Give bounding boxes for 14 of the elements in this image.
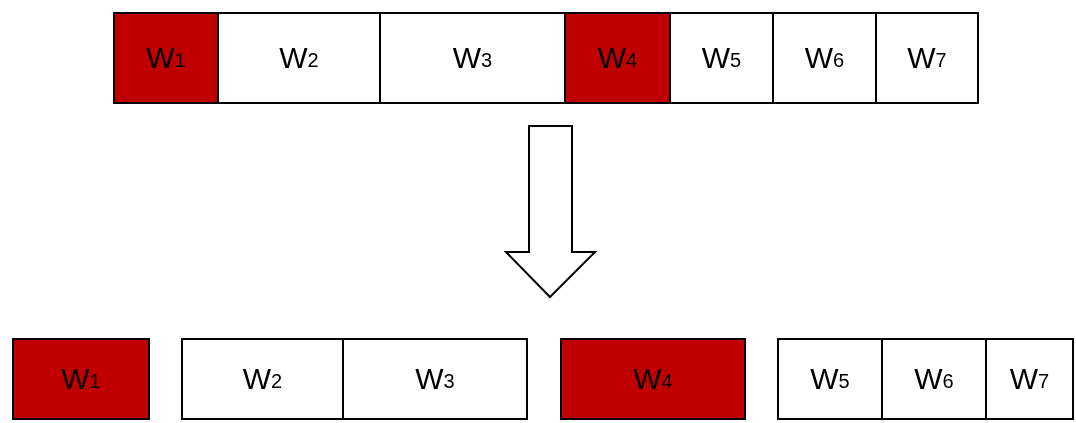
segment-cell bbox=[113, 12, 219, 104]
segment-cell bbox=[669, 12, 774, 104]
segment-cell bbox=[881, 338, 987, 420]
segment-cell bbox=[772, 12, 877, 104]
segment-cell bbox=[379, 12, 566, 104]
segment-cell bbox=[985, 338, 1074, 420]
segment-cell bbox=[875, 12, 979, 104]
segment-cell bbox=[217, 12, 381, 104]
segment-cell bbox=[777, 338, 883, 420]
segment-cell bbox=[560, 338, 746, 420]
segment-cell bbox=[564, 12, 671, 104]
segment-cell bbox=[342, 338, 528, 420]
segment-cell bbox=[12, 338, 150, 420]
segment-cell bbox=[181, 338, 344, 420]
